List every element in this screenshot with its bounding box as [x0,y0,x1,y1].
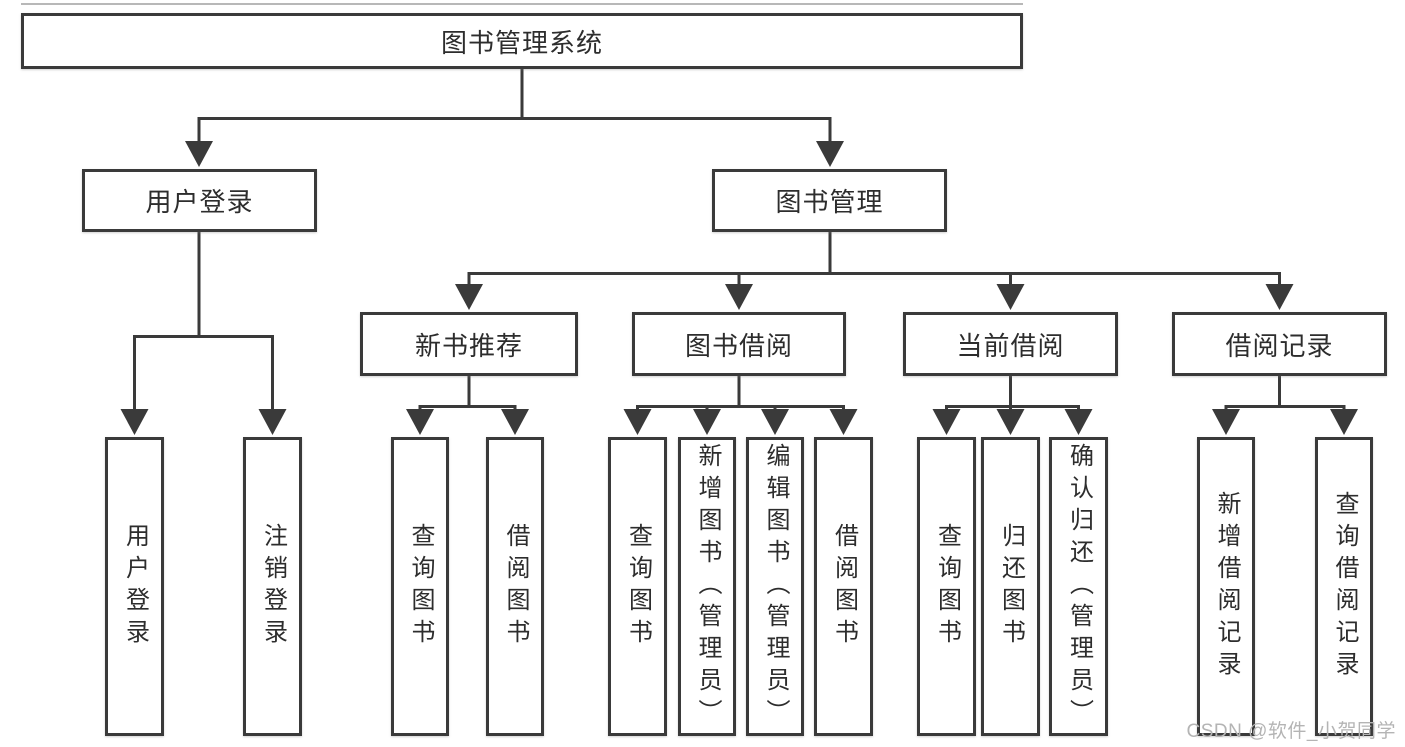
node-user-login: 用户登录 [82,169,317,232]
arrow-icon [623,409,652,435]
leaf-confirm-return-admin-label: 确认归还（管理员） [1065,442,1093,731]
leaf-query-borrow-record: 查询借阅记录 [1315,437,1373,736]
arrow-icon [185,141,213,167]
top-rule [21,3,1023,5]
arrowheads [120,141,1358,435]
arrow-icon [725,284,753,310]
leaf-edit-book-admin: 编辑图书（管理员） [746,437,804,736]
leaf-query-books-current-label: 查询图书 [933,522,961,651]
leaf-borrow-books-recommend: 借阅图书 [486,437,544,736]
node-root: 图书管理系统 [21,13,1023,69]
connector-book-mgmt-modules [467,229,1281,287]
arrow-icon [761,409,789,435]
leaf-query-books-current: 查询图书 [917,437,976,736]
leaf-edit-book-admin-label: 编辑图书（管理员） [762,442,789,731]
arrow-icon [693,409,721,435]
leaf-add-borrow-record: 新增借阅记录 [1197,437,1255,736]
node-current-borrowing: 当前借阅 [903,312,1118,376]
leaf-query-books-borrowing: 查询图书 [608,437,667,736]
connector-current-borrow-children [945,375,1080,412]
leaf-confirm-return-admin: 确认归还（管理员） [1049,437,1108,736]
arrow-icon [1265,284,1294,310]
leaf-user-login-label: 用户登录 [121,522,149,651]
leaf-return-book: 归还图书 [981,437,1040,736]
node-book-borrowing-label: 图书借阅 [684,330,793,361]
arrow-icon [120,409,149,435]
node-book-management-label: 图书管理 [775,187,884,217]
arrow-icon [258,409,287,435]
leaf-add-book-admin-label: 新增图书（管理员） [694,442,721,731]
node-book-management: 图书管理 [712,169,947,232]
leaf-add-book-admin: 新增图书（管理员） [678,437,736,736]
connector-new-book-children [418,375,517,412]
arrow-icon [932,409,961,435]
arrow-icon [996,284,1025,310]
leaf-query-borrow-record-label: 查询借阅记录 [1331,490,1358,683]
arrow-icon [501,409,529,435]
node-user-login-label: 用户登录 [145,187,254,217]
node-root-label: 图书管理系统 [440,27,603,58]
leaf-add-borrow-record-label: 新增借阅记录 [1213,490,1240,683]
arrow-icon [406,409,434,435]
connector-book-borrow-children [636,375,845,412]
arrow-icon [996,409,1025,435]
leaf-logout: 注销登录 [243,437,302,736]
arrow-icon [829,409,858,435]
leaf-borrow-books-label: 借阅图书 [830,522,858,651]
arrow-icon [455,284,483,310]
node-current-borrowing-label: 当前借阅 [956,330,1065,361]
node-book-borrowing: 图书借阅 [632,312,846,376]
arrow-icon [1064,409,1093,435]
node-borrowing-records-label: 借阅记录 [1225,330,1334,361]
node-new-book-recommend: 新书推荐 [360,312,578,376]
arrow-icon [1212,409,1240,435]
node-new-book-recommend-label: 新书推荐 [414,330,523,361]
leaf-query-books-recommend: 查询图书 [391,437,449,736]
leaf-borrow-books: 借阅图书 [814,437,873,736]
connector-user-login-children [133,229,274,412]
leaf-query-books-borrowing-label: 查询图书 [624,522,652,651]
leaf-query-books-recommend-label: 查询图书 [407,522,434,651]
connector-root-to-level2 [197,66,832,144]
arrow-icon [1330,409,1358,435]
leaf-user-login: 用户登录 [105,437,164,736]
leaf-logout-label: 注销登录 [259,522,287,651]
node-borrowing-records: 借阅记录 [1172,312,1387,376]
arrow-icon [816,141,844,167]
leaf-borrow-books-recommend-label: 借阅图书 [502,522,529,651]
watermark: CSDN @软件_小贺同学 [1186,721,1396,742]
connector-record-children [1224,375,1346,412]
leaf-return-book-label: 归还图书 [997,522,1025,651]
